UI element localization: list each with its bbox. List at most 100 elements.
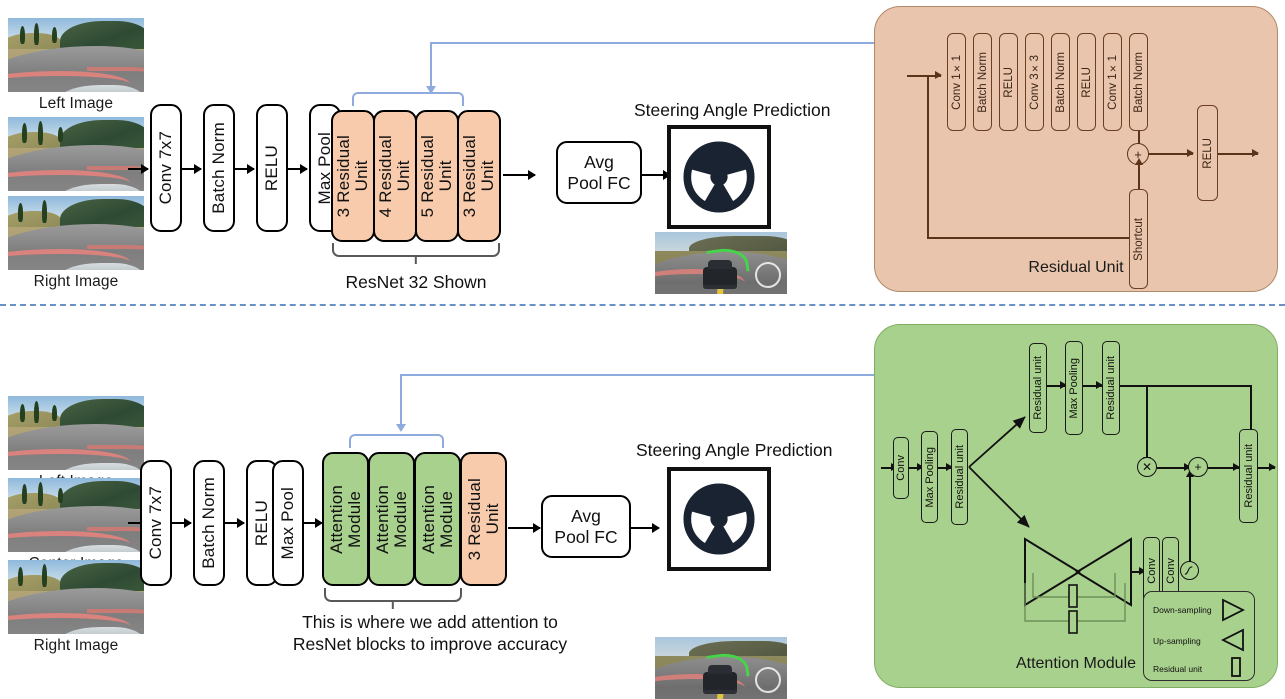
res-block-relu-b: RELU	[1077, 33, 1096, 131]
flow-arrow	[508, 522, 541, 535]
flow-arrow	[503, 169, 536, 182]
flow-arrow	[642, 169, 671, 182]
block-label: Conv 1×1	[950, 54, 963, 110]
multiply-operator: ✕	[1137, 457, 1157, 477]
residual-stage-block-bottom: 3 Residual Unit	[460, 452, 507, 586]
sigmoid-icon	[1184, 566, 1193, 575]
input-thumb-center: Center Image	[8, 117, 144, 212]
flow-arrow	[1131, 568, 1146, 575]
thumbnail-image	[8, 196, 144, 270]
res-block-conv1x1-b: Conv 1×1	[1103, 33, 1122, 131]
residual-unit-panel: Conv 1×1 Batch Norm RELU Conv 3×3 Batch …	[874, 6, 1278, 292]
block-label: Conv	[1145, 558, 1158, 584]
input-thumb-label: Left Image	[38, 95, 114, 112]
thumbnail-image	[8, 18, 144, 92]
input-thumb-label: Right Image	[33, 273, 119, 290]
thumbnail-image	[8, 117, 144, 191]
res-block-relu-out: RELU	[1197, 105, 1218, 201]
resnet-bracket-caption: ResNet 32 Shown	[345, 272, 487, 292]
block-label: Batch Norm	[1054, 51, 1067, 113]
block-label: RELU	[1002, 66, 1015, 98]
flow-arrow	[288, 163, 308, 176]
block-label: Attention Module	[418, 484, 456, 554]
flow-arrow	[172, 517, 192, 530]
block-label: Residual unit	[953, 445, 966, 509]
thumbnail-image	[8, 396, 144, 470]
flow-arrow	[225, 517, 245, 530]
attention-module-block-3: Attention Module	[414, 452, 461, 586]
thumbnail-image	[8, 560, 144, 634]
block-label: 5 Residual Unit	[418, 134, 455, 218]
steering-wheel-icon	[683, 141, 755, 213]
block-label: Conv 3×3	[1028, 54, 1041, 110]
block-label: 3 Residual Unit	[464, 477, 502, 561]
zoom-connector-vertical-bottom	[395, 374, 407, 432]
panel-output-arrow	[1258, 464, 1276, 471]
block-label: Batch Norm	[1132, 51, 1145, 113]
block-label: Batch Norm	[209, 122, 229, 214]
steering-title-bottom: Steering Angle Prediction	[636, 440, 833, 460]
block-label: Attention Module	[372, 484, 410, 554]
flow-arrow	[235, 163, 255, 176]
speed-hud-icon	[755, 262, 781, 288]
legend-label-residual-unit: Residual unit	[1153, 664, 1203, 674]
road-preview-top	[655, 232, 787, 294]
resnet-bracket	[332, 243, 500, 257]
block-label: Conv 1×1	[1106, 54, 1119, 110]
block-label: Conv 7x7	[156, 131, 176, 205]
zoom-connector-horizontal-top	[430, 42, 874, 45]
block-label: Shortcut	[1132, 217, 1145, 261]
block-label: Batch Norm	[976, 51, 989, 113]
attention-module-panel: Conv Max Pooling Residual unit Residual …	[874, 324, 1278, 688]
branch-split-arrows	[968, 416, 1030, 528]
multiply-to-add-arrow	[1157, 464, 1191, 471]
down-sampling-triangle-icon	[1222, 598, 1246, 622]
input-thumb-right-bottom: Right Image	[8, 560, 144, 655]
trunk-to-output-arrow	[1247, 385, 1254, 438]
att-block-residual-entry: Residual unit	[951, 429, 968, 525]
input-thumb-center-bottom: Center Image	[8, 478, 144, 573]
res-block-relu-a: RELU	[999, 33, 1018, 131]
attention-bracket-caption: This is where we add attention to ResNet…	[292, 612, 568, 654]
up-sampling-triangle-icon	[1220, 628, 1244, 652]
legend-label-up-sampling: Up-sampling	[1153, 636, 1201, 646]
section-divider	[0, 304, 1285, 306]
flow-arrow	[631, 522, 660, 535]
stage-block-2-top: 4 Residual Unit	[373, 110, 417, 242]
flow-arrow	[1047, 382, 1067, 389]
att-block-conv-entry: Conv	[893, 437, 909, 499]
speed-hud-icon	[755, 667, 781, 693]
block-batchnorm-top: Batch Norm	[203, 104, 235, 232]
block-label: Conv 7x7	[146, 486, 166, 560]
att-block-residual-output: Residual unit	[1239, 429, 1258, 523]
block-label: Conv	[895, 455, 907, 481]
add-to-relu-arrow	[1149, 149, 1194, 157]
trunk-to-multiply-arrow	[1143, 385, 1150, 464]
block-label: 4 Residual Unit	[376, 134, 413, 218]
block-maxpool-bottom: Max Pool	[272, 460, 304, 586]
block-label: Batch Norm	[199, 477, 219, 569]
stage-block-3-top: 5 Residual Unit	[415, 110, 459, 242]
block-label: Avg Pool FC	[554, 506, 618, 547]
residual-panel-title: Residual Unit	[1028, 259, 1124, 276]
flow-arrow	[128, 163, 149, 176]
input-thumb-left: Left Image	[8, 18, 144, 113]
att-block-maxpooling-trunk: Max Pooling	[1065, 341, 1083, 435]
residual-unit-rect-icon	[1231, 657, 1241, 677]
stage-block-1-top: 3 Residual Unit	[331, 110, 375, 242]
attention-module-block-1: Attention Module	[322, 452, 369, 586]
panel-output-arrow	[1218, 149, 1259, 157]
shortcut-horizontal	[927, 233, 1148, 241]
steering-title-top: Steering Angle Prediction	[634, 100, 831, 120]
block-label: Attention Module	[326, 484, 364, 554]
attention-zoom-bracket-bottom	[349, 434, 444, 448]
attention-bracket	[324, 588, 462, 602]
res-block-batchnorm-a: Batch Norm	[973, 33, 992, 131]
mask-to-multiply-arrow	[1186, 470, 1193, 562]
legend-label-down-sampling: Down-sampling	[1153, 605, 1212, 615]
thumbnail-image	[8, 478, 144, 552]
steering-wheel-icon	[683, 483, 755, 555]
res-block-conv1x1-a: Conv 1×1	[947, 33, 966, 131]
block-label: Conv	[1164, 558, 1177, 584]
flow-arrow	[304, 517, 323, 530]
